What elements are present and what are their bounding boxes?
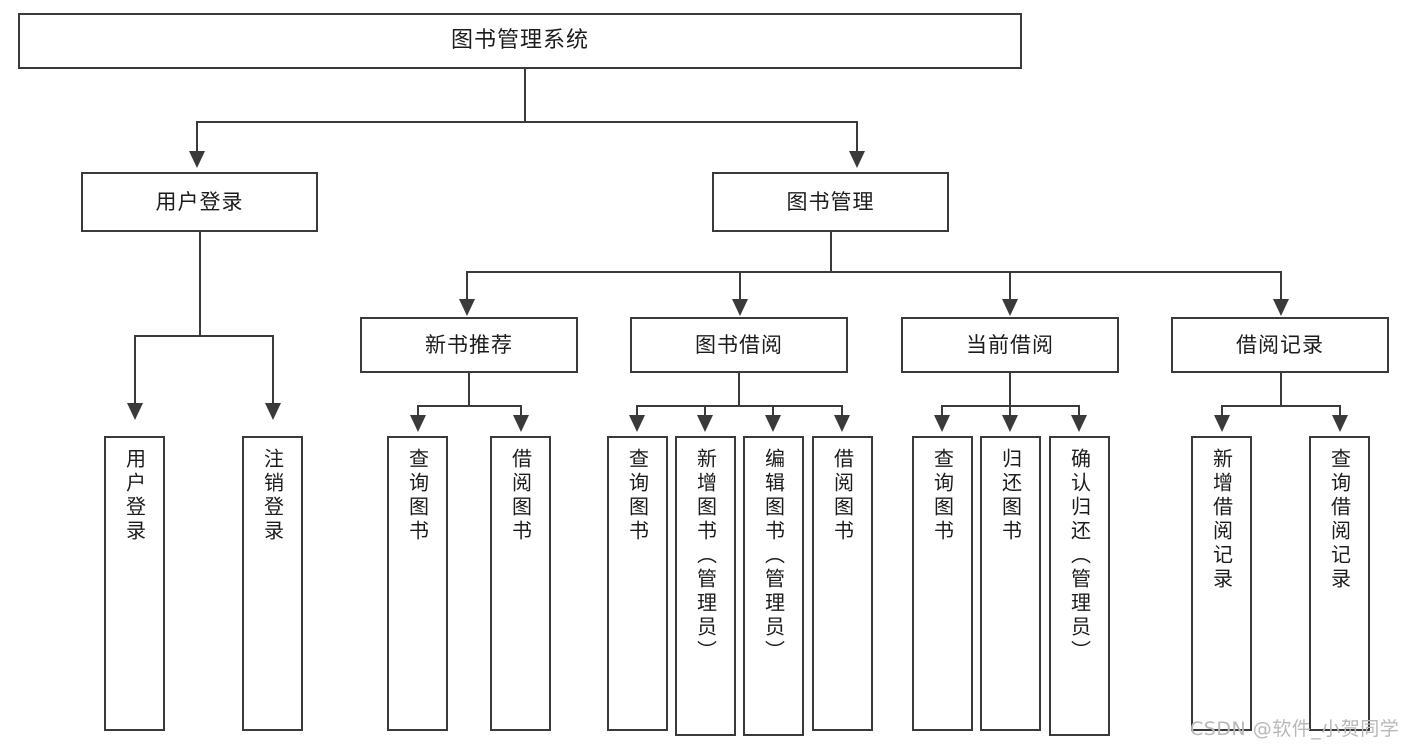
node-label: 归还图书: [998, 448, 1023, 544]
leaf-nbr-query-book[interactable]: 查询图书: [387, 436, 448, 731]
connector-to-user-login: [196, 121, 198, 151]
node-book-management[interactable]: 图书管理: [712, 172, 949, 232]
leaf-bb-query-book[interactable]: 查询图书: [607, 436, 668, 731]
node-label: 用户登录: [155, 189, 244, 214]
node-label: 借阅记录: [1236, 332, 1324, 357]
leaf-cb-return-book[interactable]: 归还图书: [980, 436, 1041, 731]
connector-root-bar: [196, 121, 856, 123]
connector-bm-child3: [1009, 271, 1011, 299]
connector-user-login-child1: [134, 335, 136, 403]
leaf-bb-edit-book-admin[interactable]: 编辑图书（管理员）: [743, 436, 804, 736]
node-book-borrow[interactable]: 图书借阅: [630, 317, 848, 373]
node-user-login[interactable]: 用户登录: [81, 172, 318, 232]
connector-br-c1: [1221, 405, 1223, 419]
arrow-bm-child2: [732, 299, 748, 316]
connector-br-stem: [1280, 373, 1282, 405]
node-label: 查询借阅记录: [1327, 448, 1352, 592]
node-borrow-record[interactable]: 借阅记录: [1171, 317, 1389, 373]
connector-bb-c2: [704, 405, 706, 419]
leaf-user-login[interactable]: 用户登录: [104, 436, 165, 731]
arrow-user-login-child2: [265, 403, 281, 420]
connector-cb-c3: [1078, 405, 1080, 419]
connector-root-stem: [524, 69, 526, 121]
connector-nbr-c1: [417, 405, 419, 419]
node-label: 借阅图书: [830, 448, 855, 544]
connector-book-mgmt-bar: [466, 271, 1280, 273]
arrow-cb-c3: [1071, 415, 1087, 432]
connector-bb-c3: [772, 405, 774, 419]
node-new-book-recommend[interactable]: 新书推荐: [360, 317, 578, 373]
node-label: 图书管理: [786, 189, 875, 214]
node-label: 查询图书: [405, 448, 430, 544]
node-current-borrow[interactable]: 当前借阅: [901, 317, 1119, 373]
leaf-cb-confirm-return-admin[interactable]: 确认归还（管理员）: [1049, 436, 1110, 736]
connector-bb-c1: [636, 405, 638, 419]
node-label: 新增图书（管理员）: [693, 448, 718, 664]
arrow-bb-c1: [629, 415, 645, 432]
arrow-bm-child3: [1002, 299, 1018, 316]
leaf-cb-query-book[interactable]: 查询图书: [912, 436, 973, 731]
connector-cb-c1: [941, 405, 943, 419]
connector-cb-c2: [1009, 405, 1011, 419]
arrow-to-book-mgmt: [849, 151, 865, 168]
leaf-bb-borrow-book[interactable]: 借阅图书: [812, 436, 873, 731]
node-label: 注销登录: [260, 448, 285, 544]
watermark-text: CSDN @软件_小贺同学: [1190, 718, 1400, 740]
connector-nbr-stem: [468, 373, 470, 405]
arrow-user-login-child1: [127, 403, 143, 420]
node-label: 借阅图书: [508, 448, 533, 544]
node-root-system[interactable]: 图书管理系统: [18, 13, 1022, 69]
arrow-bm-child1: [459, 299, 475, 316]
arrow-to-user-login: [189, 151, 205, 168]
connector-bm-child4: [1280, 271, 1282, 299]
connector-nbr-c2: [520, 405, 522, 419]
node-label: 查询图书: [930, 448, 955, 544]
connector-bb-stem: [738, 373, 740, 405]
connector-br-bar: [1221, 405, 1339, 407]
node-label: 确认归还（管理员）: [1067, 448, 1092, 664]
connector-user-login-bar: [134, 335, 272, 337]
connector-user-login-stem: [199, 232, 201, 335]
connector-bb-bar: [636, 405, 841, 407]
leaf-logout[interactable]: 注销登录: [242, 436, 303, 731]
leaf-nbr-borrow-book[interactable]: 借阅图书: [490, 436, 551, 731]
connector-nbr-bar: [417, 405, 520, 407]
leaf-br-query-record[interactable]: 查询借阅记录: [1309, 436, 1370, 731]
connector-bm-child2: [739, 271, 741, 299]
arrow-cb-c2: [1002, 415, 1018, 432]
connector-br-c2: [1339, 405, 1341, 419]
connector-user-login-child2: [272, 335, 274, 403]
arrow-bm-child4: [1273, 299, 1289, 316]
arrow-cb-c1: [934, 415, 950, 432]
node-label: 当前借阅: [966, 332, 1054, 357]
arrow-br-c2: [1332, 415, 1348, 432]
arrow-nbr-c2: [513, 415, 529, 432]
connector-bm-child1: [466, 271, 468, 299]
node-label: 用户登录: [122, 448, 147, 544]
arrow-nbr-c1: [410, 415, 426, 432]
arrow-bb-c4: [834, 415, 850, 432]
connector-to-book-mgmt: [856, 121, 858, 151]
node-label: 新增借阅记录: [1209, 448, 1234, 592]
node-label: 查询图书: [625, 448, 650, 544]
connector-bb-c4: [841, 405, 843, 419]
node-label: 图书管理系统: [450, 28, 589, 54]
node-label: 图书借阅: [695, 332, 783, 357]
node-label: 编辑图书（管理员）: [761, 448, 786, 664]
arrow-bb-c3: [765, 415, 781, 432]
leaf-br-add-record[interactable]: 新增借阅记录: [1191, 436, 1252, 731]
arrow-br-c1: [1214, 415, 1230, 432]
arrow-bb-c2: [697, 415, 713, 432]
connector-book-mgmt-stem: [830, 232, 832, 271]
node-label: 新书推荐: [425, 332, 513, 357]
connector-cb-stem: [1009, 373, 1011, 405]
leaf-bb-add-book-admin[interactable]: 新增图书（管理员）: [675, 436, 736, 736]
